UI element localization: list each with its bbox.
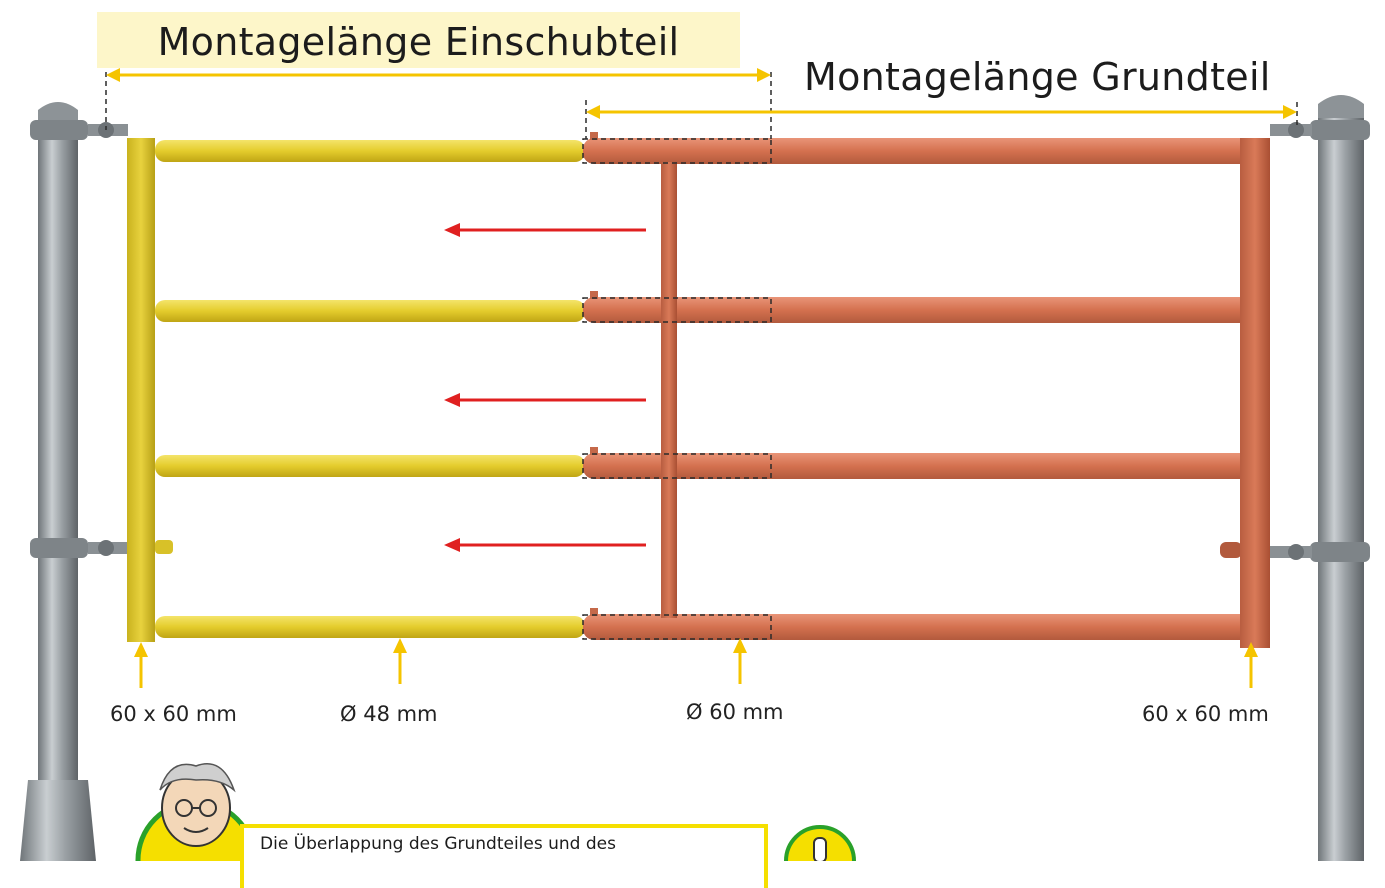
dim-right-frame: 60 x 60 mm — [1142, 702, 1269, 726]
slide-direction-arrows — [444, 223, 646, 552]
einschub-title-highlight: Montagelänge Einschubteil — [97, 12, 740, 68]
grundteil-middle-strut — [661, 162, 677, 618]
dim-red-tube: Ø 60 mm — [686, 700, 784, 724]
dimension-pointers — [134, 638, 1258, 688]
warning-exclamation-icon — [784, 825, 856, 861]
grundteil-length-arrow — [586, 105, 1297, 119]
left-post — [20, 102, 128, 861]
dim-left-frame: 60 x 60 mm — [110, 702, 237, 726]
einschub-length-arrow — [106, 68, 771, 82]
einschub-title: Montagelänge Einschubteil — [157, 20, 680, 64]
dim-yellow-tube: Ø 48 mm — [340, 702, 438, 726]
overlap-markers — [105, 72, 1298, 640]
overlap-note-box: Die Überlappung des Grundteiles und des — [240, 824, 768, 888]
einschub-end-bar — [127, 138, 155, 642]
overlap-note-text: Die Überlappung des Grundteiles und des — [260, 834, 616, 854]
grundteil-end-bar — [1240, 138, 1270, 648]
gate-diagram: Montagelänge Einschubteil Montagelänge G… — [20, 12, 1370, 888]
grundteil-tubes — [583, 132, 1253, 640]
einschub-tubes — [155, 140, 585, 638]
right-post — [1220, 95, 1370, 861]
gate-illustration — [20, 68, 1370, 861]
grundteil-title: Montagelänge Grundteil — [804, 55, 1271, 99]
mascot-avatar-icon — [135, 763, 257, 861]
